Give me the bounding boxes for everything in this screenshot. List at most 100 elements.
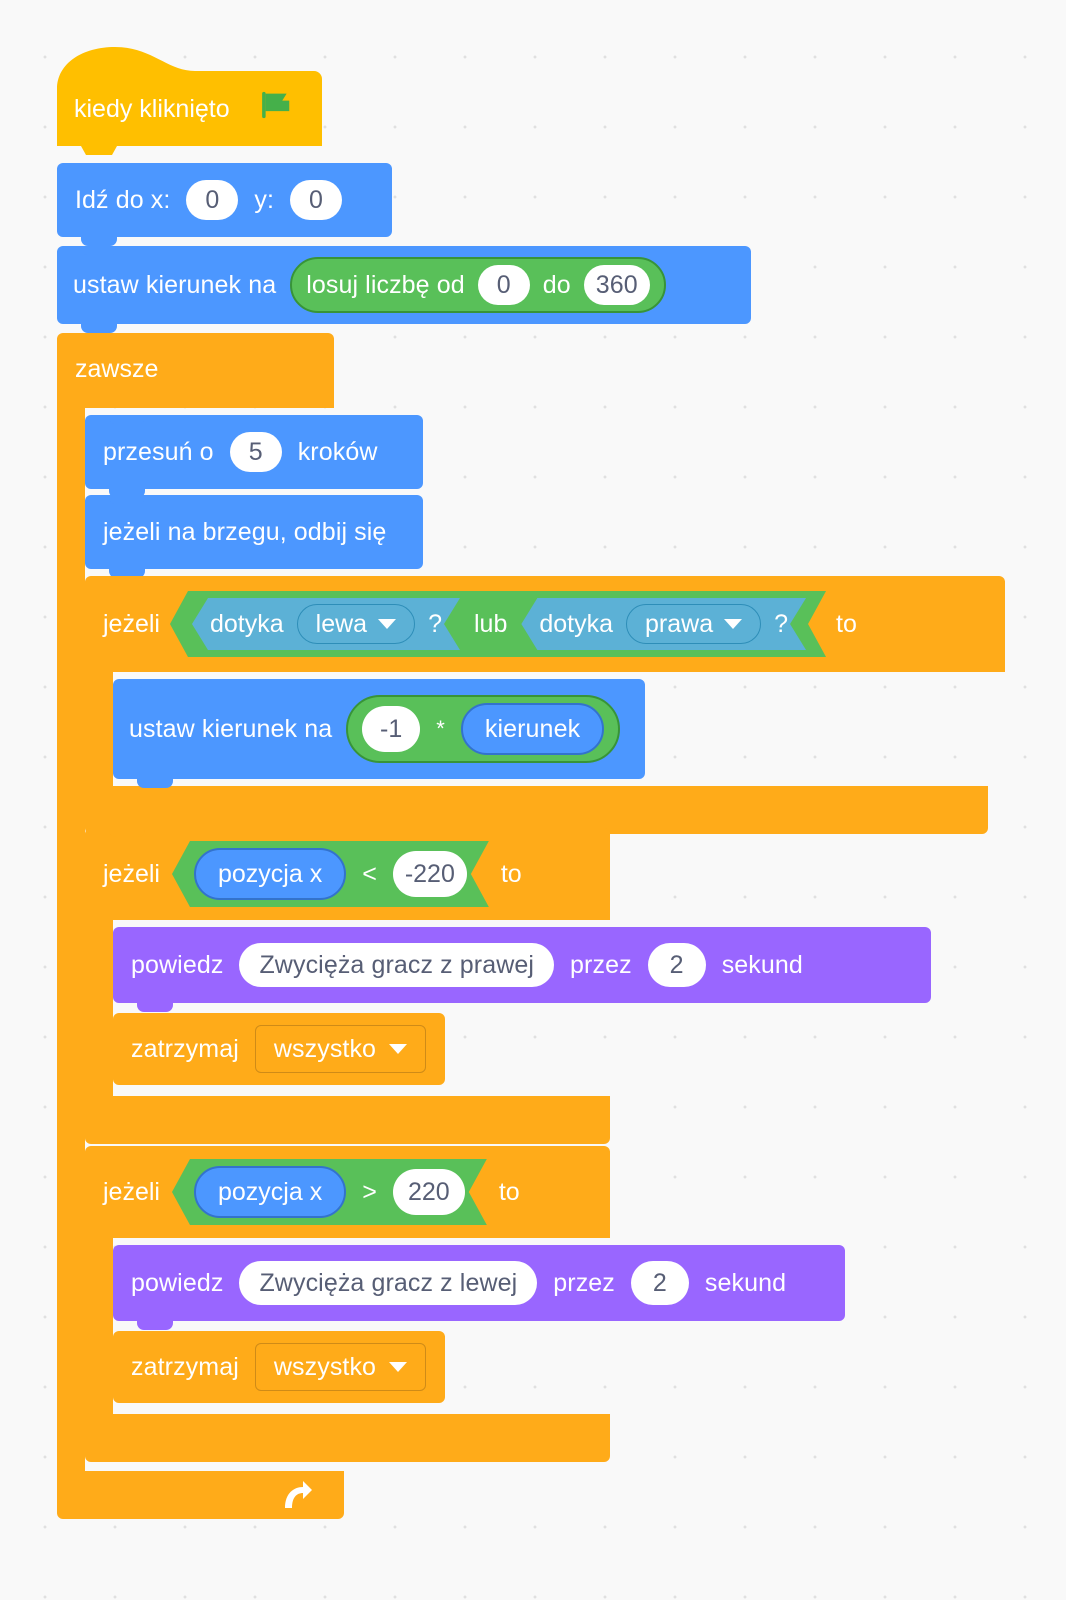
stop-right-value: wszystko <box>273 1034 377 1063</box>
say-right-label-mid: przez <box>570 950 632 979</box>
block-notch <box>137 1331 173 1340</box>
if-right-edge-block-top[interactable]: jeżeli pozycja x > 220 to <box>85 1146 610 1238</box>
if-left-edge-block-spine <box>85 920 113 1096</box>
if-right-edge-block-spine <box>85 1238 113 1414</box>
hat-block-shape <box>57 47 322 155</box>
move-label-prefix: przesuń o <box>103 437 214 466</box>
reporter-x-position-left[interactable]: pozycja x <box>194 848 346 900</box>
block-bump <box>137 1003 173 1012</box>
say-right-input-seconds[interactable]: 2 <box>647 943 706 987</box>
if-right-edge-label-then: to <box>498 1177 520 1206</box>
green-flag-icon <box>262 91 290 119</box>
touching-right-suffix: ? <box>774 609 789 638</box>
if-touching-label-if: jeżeli <box>103 609 160 638</box>
set-direction-label: ustaw kierunek na <box>73 270 277 299</box>
say-right-label-suffix: sekund <box>721 950 803 979</box>
touching-left-label: dotyka <box>209 609 284 638</box>
block-say-for-seconds-right[interactable]: powiedz Zwycięża gracz z prawej przez 2 … <box>113 927 931 1012</box>
move-label-suffix: kroków <box>297 437 378 466</box>
block-notch <box>109 495 145 504</box>
say-left-label-prefix: powiedz <box>131 1268 224 1297</box>
chevron-down-icon <box>378 619 396 629</box>
block-bump <box>81 237 117 246</box>
if-right-edge-block-bottom[interactable] <box>85 1414 610 1462</box>
pick-random-label-from: losuj liczbę od <box>306 270 465 299</box>
block-notch <box>137 679 173 688</box>
chevron-down-icon <box>389 1362 408 1372</box>
touching-left-dropdown[interactable]: lewa <box>297 604 415 644</box>
block-bump <box>137 779 173 788</box>
hat-block-when-flag-clicked[interactable]: kiedy kliknięto <box>57 45 322 155</box>
block-notch <box>109 828 145 837</box>
if-touching-label-then: to <box>836 609 857 638</box>
operator-less-than[interactable]: pozycja x < -220 <box>172 841 489 907</box>
operator-or[interactable]: dotyka lewa ? lub dotyka prawa ? <box>170 591 826 657</box>
sensing-touching-left[interactable]: dotyka lewa ? <box>192 598 460 650</box>
operator-pick-random[interactable]: losuj liczbę od 0 do 360 <box>290 257 666 313</box>
chevron-down-icon <box>389 1044 408 1054</box>
forever-block-top[interactable]: zawsze <box>57 333 334 408</box>
move-input-steps[interactable]: 5 <box>229 432 282 472</box>
less-than-value[interactable]: -220 <box>393 851 467 897</box>
stop-right-dropdown[interactable]: wszystko <box>254 1025 427 1073</box>
reporter-x-position-right[interactable]: pozycja x <box>194 1166 346 1218</box>
block-move-steps[interactable]: przesuń o 5 kroków <box>85 415 423 498</box>
loop-arrow-icon <box>285 1481 312 1508</box>
hat-block-label: kiedy kliknięto <box>74 95 230 123</box>
touching-right-label: dotyka <box>539 609 614 638</box>
block-bump <box>109 569 145 578</box>
if-touching-block-spine <box>85 672 113 786</box>
say-left-input-message[interactable]: Zwycięża gracz z lewej <box>239 1261 538 1305</box>
block-stop-all-right[interactable]: zatrzymaj wszystko <box>113 1013 445 1085</box>
greater-than-value[interactable]: 220 <box>393 1169 465 1215</box>
greater-than-symbol: > <box>362 1177 377 1206</box>
stop-right-label: zatrzymaj <box>131 1034 239 1063</box>
touching-left-suffix: ? <box>428 609 442 638</box>
block-notch <box>81 163 117 172</box>
stop-left-label: zatrzymaj <box>131 1352 239 1381</box>
block-notch <box>137 1013 173 1022</box>
if-left-edge-label-then: to <box>500 859 522 888</box>
if-left-edge-block-bottom[interactable] <box>85 1096 610 1144</box>
pick-random-label-to: do <box>542 270 571 299</box>
if-touching-block-bottom[interactable] <box>85 786 988 834</box>
if-left-edge-block-top[interactable]: jeżeli pozycja x < -220 to <box>85 828 610 920</box>
touching-right-value: prawa <box>645 609 714 638</box>
if-left-edge-label-if: jeżeli <box>103 859 160 888</box>
block-bump <box>109 489 145 498</box>
say-left-label-mid: przez <box>553 1268 615 1297</box>
say-right-input-message[interactable]: Zwycięża gracz z prawej <box>239 943 555 987</box>
multiply-input-left[interactable]: -1 <box>362 706 421 752</box>
forever-block-bottom[interactable] <box>57 1471 344 1519</box>
less-than-symbol: < <box>362 859 377 888</box>
stop-left-dropdown[interactable]: wszystko <box>254 1343 427 1391</box>
goto-input-y[interactable]: 0 <box>290 180 343 220</box>
block-say-for-seconds-left[interactable]: powiedz Zwycięża gracz z lewej przez 2 s… <box>113 1245 845 1330</box>
block-notch <box>109 415 145 424</box>
block-if-on-edge-bounce[interactable]: jeżeli na brzegu, odbij się <box>85 495 423 578</box>
pick-random-input-from[interactable]: 0 <box>477 265 530 305</box>
if-touching-block-top[interactable]: jeżeli dotyka lewa ? lub dotyka prawa ? … <box>85 576 1005 672</box>
operator-multiply[interactable]: -1 * kierunek <box>346 695 621 763</box>
pick-random-input-to[interactable]: 360 <box>583 265 650 305</box>
block-stop-all-left[interactable]: zatrzymaj wszystko <box>113 1331 445 1403</box>
goto-input-x[interactable]: 0 <box>186 180 239 220</box>
say-left-input-seconds[interactable]: 2 <box>630 1261 689 1305</box>
operator-greater-than[interactable]: pozycja x > 220 <box>172 1159 487 1225</box>
forever-block-spine <box>57 408 85 1471</box>
stop-left-value: wszystko <box>273 1352 377 1381</box>
block-goto-xy[interactable]: Idź do x: 0 y: 0 <box>57 163 392 246</box>
operator-or-label: lub <box>473 609 508 638</box>
reporter-direction[interactable]: kierunek <box>460 703 605 755</box>
touching-right-dropdown[interactable]: prawa <box>626 604 761 644</box>
chevron-down-icon <box>724 619 742 629</box>
forever-label: zawsze <box>75 355 159 383</box>
block-bump <box>137 1321 173 1330</box>
goto-label-y: y: <box>254 185 275 214</box>
block-set-direction-random[interactable]: ustaw kierunek na losuj liczbę od 0 do 3… <box>57 246 751 333</box>
block-notch <box>137 927 173 936</box>
sensing-touching-right[interactable]: dotyka prawa ? <box>521 598 806 650</box>
block-notch <box>81 246 117 255</box>
block-set-direction-multiply[interactable]: ustaw kierunek na -1 * kierunek <box>113 679 645 788</box>
